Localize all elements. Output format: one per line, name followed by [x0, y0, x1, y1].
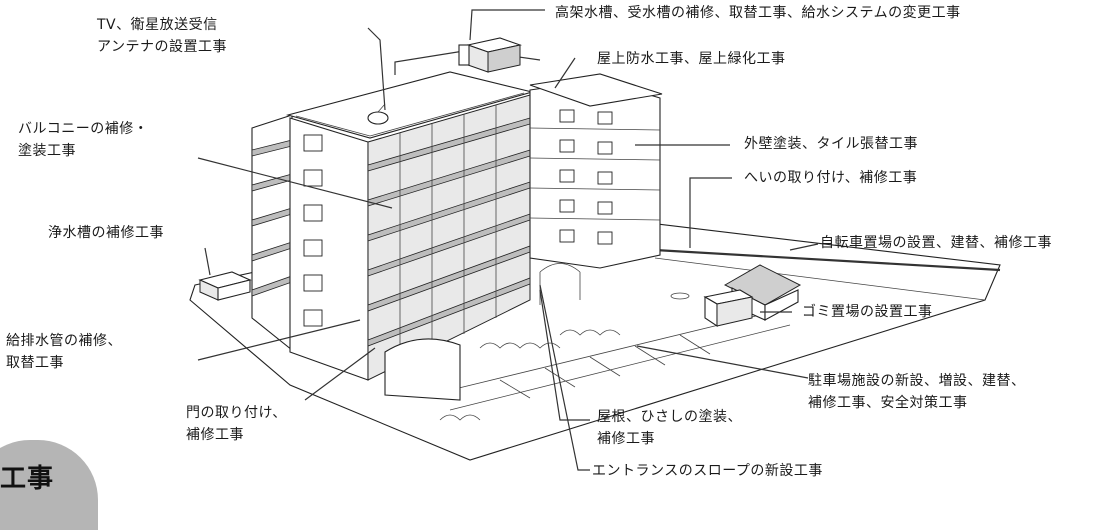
- end-wall-windows: [303, 134, 323, 327]
- label-line: 門の取り付け、: [186, 405, 287, 421]
- label-slope: エントランスのスロープの新設工事: [592, 463, 823, 479]
- label-septic: 浄水槽の補修工事: [48, 225, 164, 241]
- label-line: 塗装工事: [18, 143, 76, 159]
- label-exterior-wall: 外壁塗装、タイル張替工事: [744, 136, 918, 152]
- septic-tank: [198, 271, 252, 301]
- label-parking: 駐車場施設の新設、増設、建替、 補修工事、安全対策工事: [808, 370, 1026, 414]
- label-water-tank: 高架水槽、受水槽の補修、取替工事、給水システムの変更工事: [555, 5, 961, 21]
- leader-lines: [197, 9, 819, 471]
- left-balconies: [251, 114, 293, 352]
- satellite-dish: [367, 103, 389, 125]
- right-building: [529, 73, 663, 269]
- shrubbery: [439, 329, 621, 421]
- label-line: 取替工事: [6, 355, 64, 371]
- parking-lines: [429, 314, 791, 411]
- label-line: 補修工事: [597, 431, 655, 447]
- label-tv-antenna: TV、衛星放送受信 アンテナの設置工事: [97, 14, 227, 58]
- label-line: バルコニーの補修・: [18, 121, 149, 137]
- fence-line: [654, 248, 1001, 272]
- label-eaves: 屋根、ひさしの塗装、 補修工事: [597, 406, 742, 450]
- label-line: 補修工事: [186, 427, 244, 443]
- main-tower-end-wall: [289, 117, 369, 381]
- label-line: 給排水管の補修、: [6, 333, 122, 349]
- label-line: 屋根、ひさしの塗装、: [597, 409, 742, 425]
- label-garbage: ゴミ置場の設置工事: [802, 304, 933, 320]
- label-fence: へいの取り付け、補修工事: [744, 170, 918, 186]
- label-line: アンテナの設置工事: [97, 39, 227, 55]
- building-illustration: [189, 9, 1001, 471]
- elevated-water-tank: [458, 37, 523, 73]
- label-pipes: 給排水管の補修、 取替工事: [6, 330, 122, 374]
- front-columns: [399, 105, 497, 365]
- label-line: 駐車場施設の新設、増設、建替、: [808, 373, 1026, 389]
- front-balcony-rails: [367, 117, 531, 347]
- label-balcony: バルコニーの補修・ 塗装工事: [18, 118, 148, 162]
- label-line: 補修工事、安全対策工事: [808, 395, 968, 411]
- label-gate: 門の取り付け、 補修工事: [186, 402, 287, 446]
- label-bicycle: 自転車置場の設置、建替、補修工事: [820, 235, 1052, 251]
- label-roof: 屋上防水工事、屋上緑化工事: [597, 51, 786, 67]
- entrance-canopy: [384, 263, 581, 401]
- manhole: [670, 292, 690, 300]
- garbage-station: [703, 289, 754, 328]
- label-line: TV、衛星放送受信: [97, 17, 218, 33]
